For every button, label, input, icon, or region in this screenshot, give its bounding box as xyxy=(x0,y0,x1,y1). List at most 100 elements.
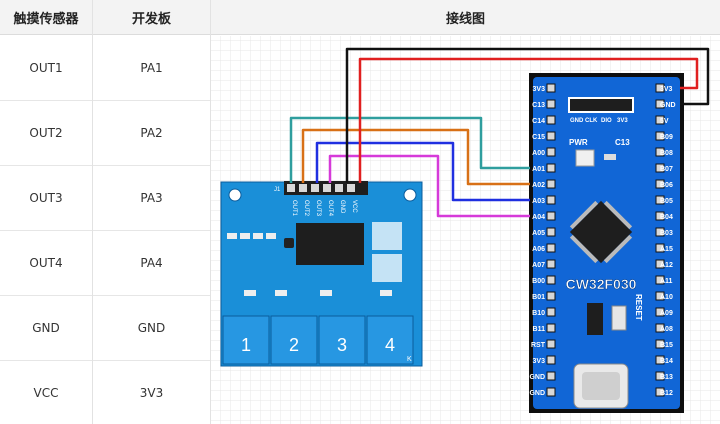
right-pin-header: 3V3GND5VB09B08B07B06B05B04B03A15A12A11A1… xyxy=(655,83,676,397)
row1-sensor: OUT1 xyxy=(0,36,92,101)
pin-pad xyxy=(655,115,665,125)
pin-label: B03 xyxy=(660,230,673,237)
pin-label: B08 xyxy=(660,150,673,157)
touch-pad-1 xyxy=(222,315,270,365)
column-divider xyxy=(92,0,93,424)
pin-label: C14 xyxy=(532,118,545,125)
header-wiring-diagram: 接线图 xyxy=(211,0,720,35)
pin-label: A11 xyxy=(660,278,673,285)
pin-label: A00 xyxy=(532,150,545,157)
pin-label: A09 xyxy=(660,310,673,317)
swd-label-dio: DIO xyxy=(601,118,612,124)
row5-sensor: GND xyxy=(0,296,92,361)
pin-label: B13 xyxy=(660,374,673,381)
pin-pad xyxy=(655,243,665,253)
pin-label: A07 xyxy=(532,262,545,269)
pin-pad xyxy=(655,355,665,365)
mcu-chip-icon xyxy=(569,200,633,264)
swd-label-3v3: 3V3 xyxy=(617,118,628,124)
pin-pad xyxy=(546,227,556,237)
pad-label-2: 2 xyxy=(289,335,299,355)
touch-pad-2 xyxy=(270,315,318,365)
pin-label: RST xyxy=(531,342,546,349)
row2-board: PA2 xyxy=(93,101,210,166)
pin-pad xyxy=(655,179,665,189)
pin-pad xyxy=(546,307,556,317)
module-pin-label: OUT3 xyxy=(315,200,321,217)
pin-label: B07 xyxy=(660,166,673,173)
pad-label-3: 3 xyxy=(337,335,347,355)
swd-header xyxy=(570,99,632,111)
pin-label: A10 xyxy=(660,294,673,301)
pin-label: A12 xyxy=(660,262,673,269)
pin-pad xyxy=(655,131,665,141)
pin-label: 3V3 xyxy=(660,86,673,93)
wire-gnd xyxy=(345,47,710,183)
reset-button[interactable] xyxy=(611,305,627,331)
pin-pad xyxy=(655,323,665,333)
module-pin-label: GND xyxy=(339,200,345,214)
pin-label: 3V3 xyxy=(533,86,546,93)
module-header-pins xyxy=(284,181,368,195)
pin-pad xyxy=(655,387,665,397)
pin-label: B01 xyxy=(532,294,545,301)
pin-label: B15 xyxy=(660,342,673,349)
pin-label: A06 xyxy=(532,246,545,253)
pin-label: A03 xyxy=(532,198,545,205)
module-pin-label: OUT2 xyxy=(303,200,309,217)
pin-label: B14 xyxy=(660,358,673,365)
pin-pad xyxy=(546,275,556,285)
pin-label: B00 xyxy=(532,278,545,285)
pin-label: GND xyxy=(660,102,676,109)
module-pin-label: OUT4 xyxy=(327,200,333,217)
pin-label: A05 xyxy=(532,230,545,237)
pin-pad xyxy=(655,195,665,205)
wiring-diagram: 1 2 3 4 K J1 OUT1 OUT2 OUT3 OUT4 GND VCC… xyxy=(211,36,720,424)
wire-out4 xyxy=(328,154,530,218)
pin-pad xyxy=(546,259,556,269)
pin-pad xyxy=(546,115,556,125)
wires xyxy=(289,47,710,218)
board-name-label: CW32F030 xyxy=(566,276,637,292)
row3-sensor: OUT3 xyxy=(0,166,92,231)
pin-pad xyxy=(546,371,556,381)
pin-pad xyxy=(546,387,556,397)
pin-label: A08 xyxy=(660,326,673,333)
row5-board: GND xyxy=(93,296,210,361)
pin-label: B05 xyxy=(660,198,673,205)
pin-label: B12 xyxy=(660,390,673,397)
pin-pad xyxy=(546,211,556,221)
pin-pad xyxy=(655,275,665,285)
pin-pad xyxy=(546,131,556,141)
row6-sensor: VCC xyxy=(33,385,59,400)
wire-out3 xyxy=(315,141,530,202)
pin-pad xyxy=(655,259,665,269)
swd-label-gnd: GND xyxy=(570,118,584,124)
cw32f030-dev-board: 3V3C13C14C15A00A01A02A03A04A05A06A07B00B… xyxy=(529,73,684,413)
left-pin-header: 3V3C13C14C15A00A01A02A03A04A05A06A07B00B… xyxy=(529,83,556,397)
pin-pad xyxy=(655,291,665,301)
pin-label: B09 xyxy=(660,134,673,141)
corner-label: K xyxy=(407,356,412,363)
row6-board: 3V3 xyxy=(139,385,164,400)
wire-out2 xyxy=(301,128,530,186)
reset-label: RESET xyxy=(634,294,643,321)
pin-label: B04 xyxy=(660,214,673,221)
touch-pad-3 xyxy=(318,315,366,365)
pin-pad xyxy=(655,307,665,317)
wire-vcc xyxy=(358,57,699,183)
pin-pad xyxy=(655,163,665,173)
pin-pad xyxy=(546,291,556,301)
pin-pad xyxy=(655,99,665,109)
pin-pad xyxy=(546,323,556,333)
pin-pad xyxy=(546,243,556,253)
header-sensor: 触摸传感器 xyxy=(0,0,92,35)
pwr-label: PWR xyxy=(569,138,588,147)
column-divider xyxy=(210,0,211,424)
pad-label-1: 1 xyxy=(241,335,251,355)
row3-board: PA3 xyxy=(93,166,210,231)
chip-icon xyxy=(296,223,364,265)
pin-label: A02 xyxy=(532,182,545,189)
pin-label: C15 xyxy=(532,134,545,141)
pin-label: 3V3 xyxy=(533,358,546,365)
